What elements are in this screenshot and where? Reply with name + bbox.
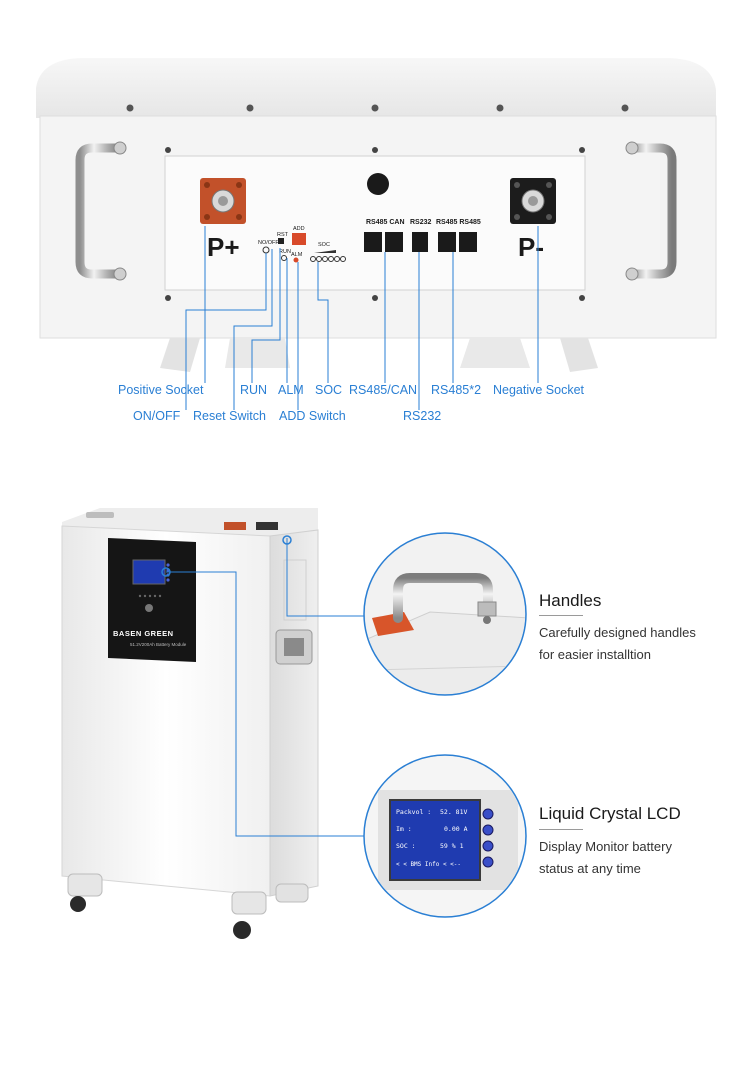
- rs485-port: [364, 232, 382, 252]
- negative-terminal: [510, 178, 556, 224]
- case-lid: [36, 58, 716, 118]
- feature-desc-handles-line2: for easier installtion: [539, 647, 651, 662]
- leader-lines: [185, 226, 539, 410]
- model-caption: 51.2V200Ah Battery Module: [130, 642, 187, 647]
- case-foot-left: [160, 338, 200, 372]
- panel-screws: [165, 147, 585, 301]
- feature-desc-lcd-line2: status at any time: [539, 861, 641, 876]
- lcd-row1-value: 52. 81V: [440, 808, 467, 816]
- callout-alm: ALM: [278, 383, 304, 397]
- connector-lines: [166, 538, 365, 837]
- run-label: RUN: [279, 249, 291, 255]
- rs485-can-label: RS485 CAN: [366, 219, 405, 226]
- add-label: ADD: [293, 226, 305, 232]
- callout-negative-socket: Negative Socket: [493, 383, 585, 397]
- feature-title-lcd: Liquid Crystal LCD: [539, 804, 681, 823]
- alm-label: ALM: [291, 252, 303, 258]
- rs485-pair-label: RS485 RS485: [436, 219, 481, 226]
- feature-desc-lcd-line1: Display Monitor battery: [539, 839, 672, 854]
- minus-label: P-: [518, 232, 544, 262]
- soc-label: SOC: [318, 242, 330, 248]
- product-section: BASEN GREEN 51.2V200Ah Battery Module: [0, 490, 750, 1060]
- rs485-port-1: [438, 232, 456, 252]
- lcd-row3-value: 59 % 1: [440, 842, 464, 850]
- callout-rs485-can: RS485/CAN: [349, 383, 418, 397]
- add-dip-switch: [292, 233, 306, 245]
- callout-on-off: ON/OFF: [133, 409, 181, 423]
- left-handle: [75, 141, 127, 281]
- feature-rule-handles: [539, 615, 583, 616]
- case-foot-right: [560, 338, 598, 372]
- handle-zoom: [363, 532, 527, 696]
- front-panel-svg: P+ P- NO/OFF RST RUN ADD ALM SOC RS485 C…: [36, 58, 717, 410]
- case-foot-mid-right: [460, 338, 530, 368]
- battery-cabinet: [61, 508, 319, 939]
- lcd-row2-label: Im :: [396, 825, 412, 833]
- callout-run: RUN: [240, 383, 268, 397]
- on-off-label: NO/OFF: [258, 240, 279, 246]
- feature-desc-handles: Carefully designed handles for easier in…: [539, 622, 696, 666]
- soc-leds: [310, 256, 346, 262]
- callout-soc: SOC: [315, 383, 343, 397]
- handle-marker: [282, 535, 292, 545]
- rs485-port-2: [459, 232, 477, 252]
- rs232-port: [412, 232, 428, 252]
- brand-logo-text: BASEN GREEN: [113, 629, 174, 638]
- rst-label: RST: [277, 232, 289, 238]
- lcd-row3-label: SOC :: [396, 842, 416, 850]
- callout-rs232: RS232: [403, 409, 442, 423]
- callout-reset-switch: Reset Switch: [193, 409, 266, 423]
- plus-label: P+: [207, 232, 240, 262]
- front-panel-diagram: P+ P- NO/OFF RST RUN ADD ALM SOC RS485 C…: [0, 0, 750, 470]
- case-screws: [126, 104, 629, 112]
- feature-desc-lcd: Display Monitor battery status at any ti…: [539, 836, 672, 880]
- right-handle: [625, 141, 677, 281]
- can-port: [385, 232, 403, 252]
- product-svg: BASEN GREEN 51.2V200Ah Battery Module: [61, 508, 527, 939]
- callout-add-switch: ADD Switch: [279, 409, 346, 423]
- callout-positive-socket: Positive Socket: [118, 383, 204, 397]
- feature-rule-lcd: [539, 829, 583, 830]
- lcd-row1-label: Packvol :: [396, 808, 431, 816]
- lcd-row2-value: 0.00 A: [444, 825, 468, 833]
- rs232-label: RS232: [410, 219, 432, 226]
- lcd-row4: < < BMS Info < <--: [396, 861, 461, 868]
- reset-knob: [367, 173, 389, 195]
- case-foot-mid-left: [225, 338, 290, 368]
- callout-rs485-2: RS485*2: [431, 383, 482, 397]
- rst-button: [278, 238, 284, 244]
- feature-desc-handles-line1: Carefully designed handles: [539, 625, 696, 640]
- soc-indicator: [314, 250, 336, 253]
- feature-title-handles: Handles: [539, 591, 602, 610]
- alm-led: [293, 257, 299, 263]
- lcd-marker: [161, 567, 171, 577]
- positive-terminal: [200, 178, 246, 224]
- lcd-zoom: [363, 754, 527, 918]
